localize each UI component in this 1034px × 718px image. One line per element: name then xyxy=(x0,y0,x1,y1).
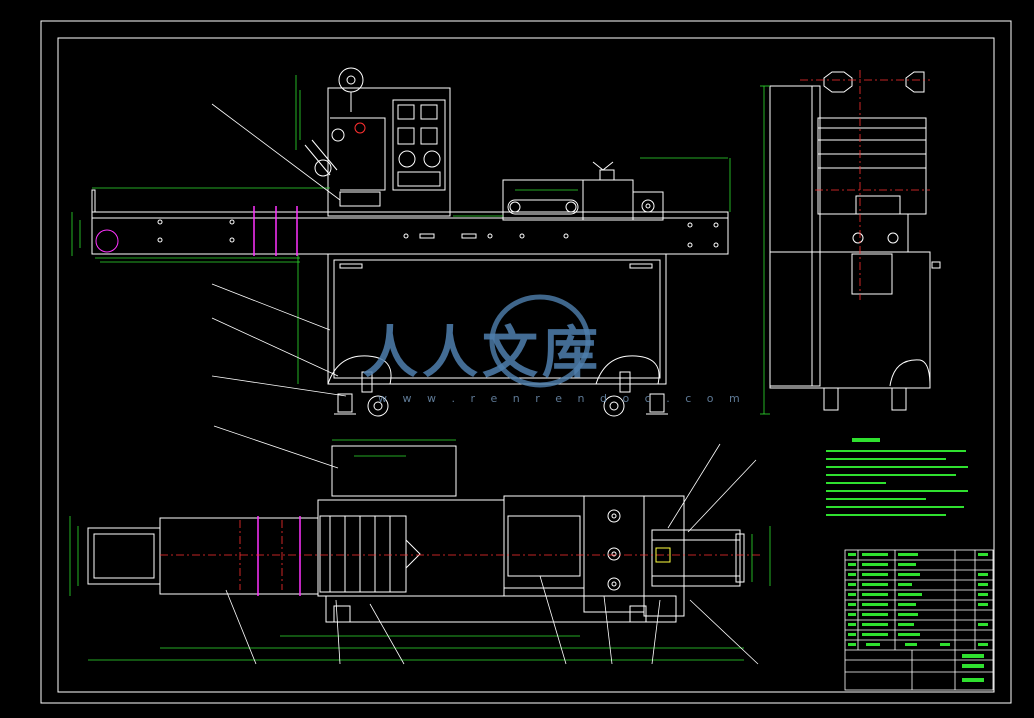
title-block xyxy=(844,549,994,691)
plan-infeed xyxy=(87,527,161,585)
technical-notes-marks xyxy=(826,438,968,516)
plan-magenta-marks xyxy=(257,516,301,596)
plan-highlight xyxy=(655,547,671,563)
front-dimensions xyxy=(71,75,731,384)
front-leaders xyxy=(211,103,347,397)
watermark xyxy=(360,285,680,415)
plan-view xyxy=(87,445,745,623)
frame-cabinet xyxy=(327,253,667,385)
plan-centerlines xyxy=(160,520,760,590)
side-base xyxy=(769,251,931,389)
side-view xyxy=(769,71,941,411)
front-magenta-marks xyxy=(253,206,298,256)
side-centerlines xyxy=(800,70,930,300)
end-roller xyxy=(95,229,119,253)
inner-border xyxy=(57,37,995,693)
plan-belt-unit xyxy=(503,495,585,589)
side-dimensions xyxy=(760,85,770,415)
watermark-logo-icon xyxy=(489,294,591,388)
plan-outfeed xyxy=(643,495,685,617)
title-block-text-marks xyxy=(848,553,988,682)
plan-conveyor xyxy=(159,517,319,595)
outer-border xyxy=(40,20,1012,704)
plan-station xyxy=(317,499,505,597)
front-view xyxy=(91,67,729,417)
plan-leaders xyxy=(213,425,759,665)
upper-housing xyxy=(327,87,451,217)
plan-dimensions xyxy=(69,439,771,661)
watermark-url: w w w . r e n r e n d o c . c o m xyxy=(378,392,746,405)
watermark-chinese: 人人文库 xyxy=(362,320,602,386)
